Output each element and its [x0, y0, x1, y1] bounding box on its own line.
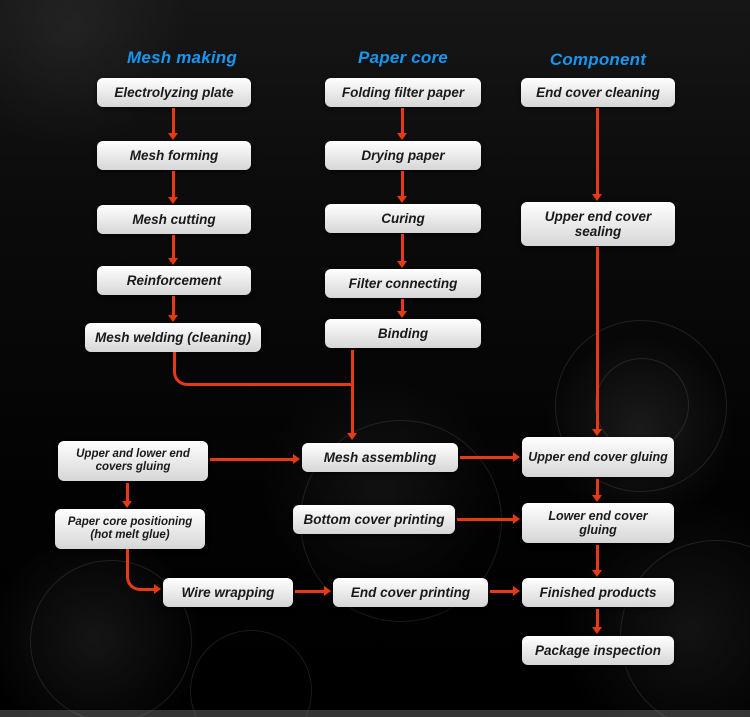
node-upper-lower-covers-gluing: Upper and lower end covers gluing	[58, 441, 208, 481]
arrow-mesh-forming-to-cutting	[168, 171, 178, 204]
node-mesh-forming: Mesh forming	[97, 141, 251, 170]
arrow-reinforcement-to-welding	[168, 296, 178, 322]
photo-edge-highlight	[0, 710, 750, 717]
node-wire-wrapping: Wire wrapping	[163, 578, 293, 607]
background-decor-ring	[620, 540, 750, 717]
background-decor-ring	[190, 630, 312, 717]
connector-positioning-to-wire-wrapping	[126, 549, 154, 591]
arrow-curing-to-filter-connecting	[397, 234, 407, 268]
column-title-mesh-making: Mesh making	[127, 48, 237, 67]
arrow-drying-to-curing	[397, 171, 407, 203]
column-title-paper-core: Paper core	[358, 48, 448, 67]
arrow-gluing-to-positioning	[122, 483, 132, 508]
arrow-electrolyzing-to-mesh-forming	[168, 108, 178, 140]
arrow-gluing-to-mesh-assembling	[210, 454, 300, 464]
arrow-folding-to-drying	[397, 108, 407, 140]
arrow-cleaning-to-sealing	[592, 108, 602, 201]
arrow-binding-to-mesh-assembling	[347, 350, 357, 440]
node-binding: Binding	[325, 319, 481, 348]
node-upper-end-cover-gluing: Upper end cover gluing	[522, 437, 674, 477]
node-end-cover-cleaning: End cover cleaning	[521, 78, 675, 107]
column-title-component: Component	[549, 50, 647, 69]
node-filter-connecting: Filter connecting	[325, 269, 481, 298]
node-folding-filter-paper: Folding filter paper	[325, 78, 481, 107]
node-reinforcement: Reinforcement	[97, 266, 251, 295]
arrow-filter-connecting-to-binding	[397, 299, 407, 318]
node-end-cover-printing: End cover printing	[333, 578, 488, 607]
node-electrolyzing-plate: Electrolyzing plate	[97, 78, 251, 107]
background-decor-ring	[555, 320, 727, 492]
node-mesh-welding-cleaning: Mesh welding (cleaning)	[85, 323, 261, 352]
node-lower-end-cover-gluing: Lower end cover gluing	[522, 503, 674, 543]
node-mesh-cutting: Mesh cutting	[97, 205, 251, 234]
connector-welding-to-assembling	[173, 352, 353, 386]
arrow-upper-gluing-to-lower-gluing	[592, 479, 602, 502]
arrow-into-wire-wrapping	[150, 584, 161, 594]
arrow-assembling-to-upper-gluing	[460, 452, 520, 462]
arrow-lower-gluing-to-finished	[592, 545, 602, 577]
arrow-sealing-to-upper-gluing	[592, 247, 602, 436]
node-drying-paper: Drying paper	[325, 141, 481, 170]
arrow-end-printing-to-finished	[490, 586, 520, 596]
arrow-bottom-printing-to-lower-gluing	[457, 514, 520, 524]
node-finished-products: Finished products	[522, 578, 674, 607]
node-bottom-cover-printing: Bottom cover printing	[293, 505, 455, 534]
arrow-wire-to-end-printing	[295, 586, 331, 596]
node-paper-core-positioning: Paper core positioning (hot melt glue)	[55, 509, 205, 549]
background-decor-ring	[30, 560, 192, 717]
arrow-mesh-cutting-to-reinforcement	[168, 235, 178, 265]
node-package-inspection: Package inspection	[522, 636, 674, 665]
node-curing: Curing	[325, 204, 481, 233]
node-mesh-assembling: Mesh assembling	[302, 443, 458, 472]
node-upper-end-cover-sealing: Upper end cover sealing	[521, 202, 675, 246]
arrow-finished-to-package	[592, 609, 602, 634]
